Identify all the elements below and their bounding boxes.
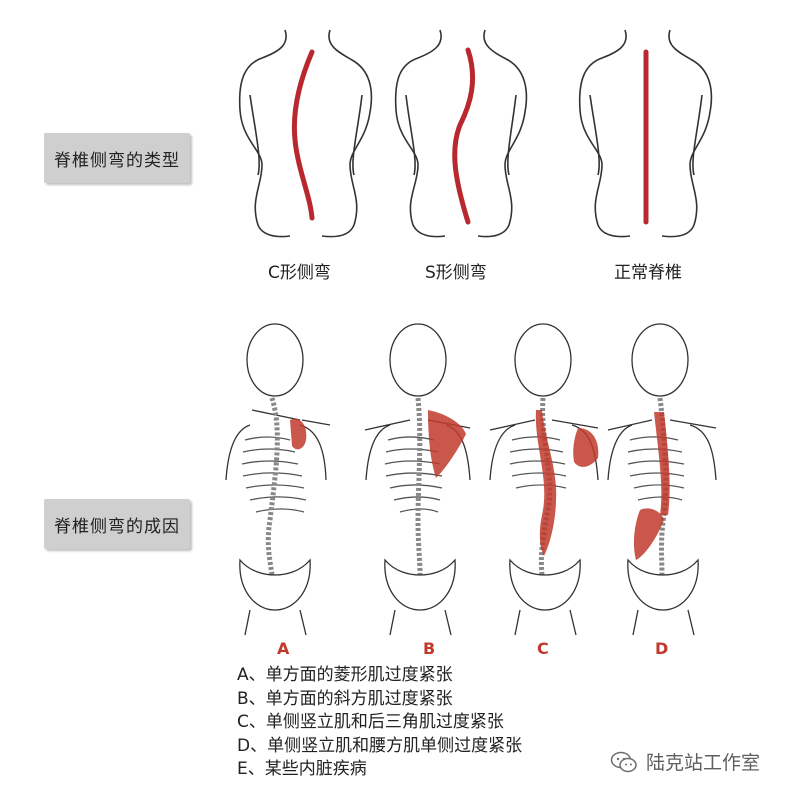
muscle-posterior-deltoid	[573, 428, 599, 467]
skeleton-letter-d: D	[655, 639, 669, 658]
torso-c-curve	[238, 29, 373, 238]
watermark: 陆克站工作室	[610, 748, 760, 775]
skeleton-letter-b: B	[423, 639, 436, 658]
muscle-rhomboid	[290, 418, 307, 450]
causes-list: A、单方面的菱形肌过度紧张 B、单方面的斜方肌过度紧张 C、单侧竖立肌和后三角肌…	[237, 664, 522, 782]
cause-item-d: D、单侧竖立肌和腰方肌单侧过度紧张	[237, 735, 523, 756]
torso-normal	[578, 29, 713, 238]
cause-item-a: A、单方面的菱形肌过度紧张	[237, 665, 453, 685]
type-label-c: C形侧弯	[268, 263, 331, 283]
spine-c-curve	[291, 49, 315, 221]
wechat-icon	[610, 751, 637, 772]
muscle-trapezius	[428, 410, 466, 478]
muscle-erector-d	[654, 412, 670, 515]
cause-item-b: B、单方面的斜方肌过度紧张	[237, 688, 453, 709]
muscle-erector-c	[535, 410, 557, 556]
section-label-types: 脊椎侧弯的类型	[44, 133, 190, 183]
section-label-causes: 脊椎侧弯的成因	[44, 499, 190, 549]
torso-s-curve	[394, 29, 528, 238]
watermark-text: 陆克站工作室	[646, 752, 761, 774]
cause-item-c: C、单侧竖立肌和后三角肌过度紧张	[237, 712, 504, 732]
skeleton-letter-c: C	[537, 639, 549, 658]
skeleton-letter-a: A	[277, 639, 290, 658]
skeleton-a	[225, 323, 331, 636]
skeleton-b	[364, 323, 471, 636]
type-label-s: S形侧弯	[425, 263, 487, 283]
muscle-quadratus-lumborum	[633, 508, 664, 560]
spine-s-curve	[452, 47, 476, 225]
type-label-normal: 正常脊椎	[614, 263, 682, 283]
cause-item-e: E、某些内脏疾病	[237, 759, 367, 779]
